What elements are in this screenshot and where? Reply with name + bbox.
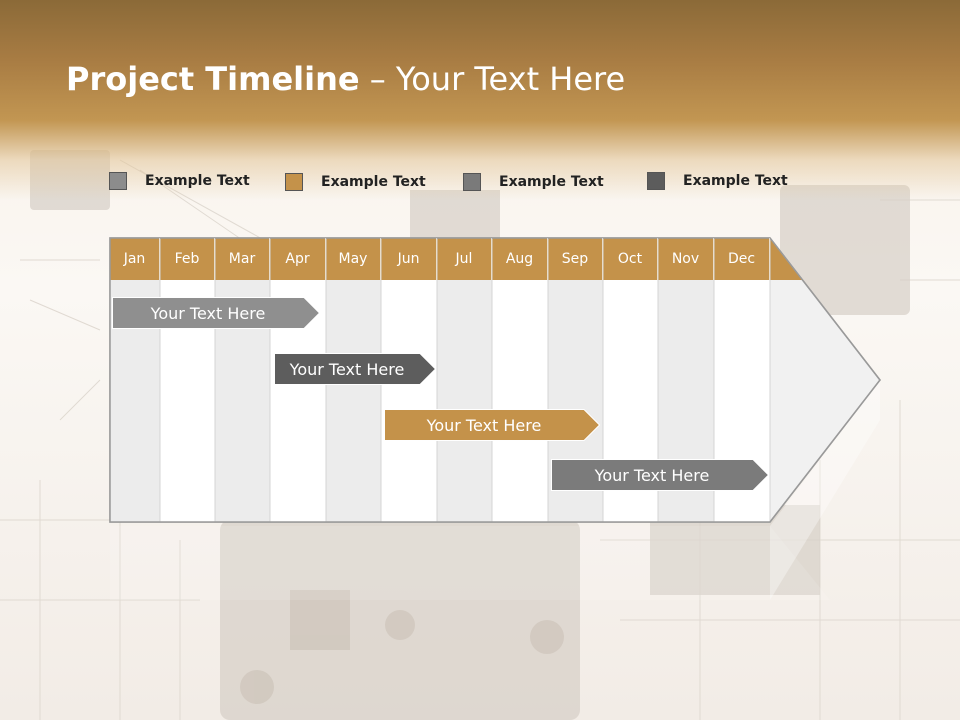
task-bar-3[interactable]: Your Text Here <box>384 409 600 441</box>
month-sep: Sep <box>548 238 603 280</box>
legend-swatch-1 <box>109 172 127 190</box>
legend-item-3: Example Text <box>463 171 604 193</box>
legend-item-1: Example Text <box>109 170 250 192</box>
task-bar-1[interactable]: Your Text Here <box>112 297 320 329</box>
task-bar-label-1: Your Text Here <box>150 303 266 323</box>
legend-item-4: Example Text <box>647 170 788 192</box>
page-title: Project Timeline – Your Text Here <box>66 60 625 98</box>
task-bar-2[interactable]: Your Text Here <box>274 353 436 385</box>
legend-swatch-2 <box>285 173 303 191</box>
month-may: May <box>326 238 381 280</box>
task-bar-label-2: Your Text Here <box>289 359 405 379</box>
legend-swatch-4 <box>647 172 665 190</box>
month-feb: Feb <box>160 238 215 280</box>
legend-item-2: Example Text <box>285 171 426 193</box>
month-mar: Mar <box>215 238 270 280</box>
task-bar-shape-3 <box>384 409 600 441</box>
month-oct: Oct <box>603 238 658 280</box>
task-bar-4[interactable]: Your Text Here <box>551 459 769 491</box>
task-bar-label-4: Your Text Here <box>594 465 710 485</box>
title-rest: – Your Text Here <box>359 60 626 98</box>
title-bold: Project Timeline <box>66 60 360 98</box>
task-bar-shape-4 <box>551 459 769 491</box>
month-dec: Dec <box>714 238 770 280</box>
legend-label-4: Example Text <box>683 173 788 189</box>
month-jan: Jan <box>110 238 160 280</box>
legend-label-2: Example Text <box>321 174 426 190</box>
task-bar-shape-1 <box>112 297 320 329</box>
legend-label-1: Example Text <box>145 173 250 189</box>
month-jul: Jul <box>437 238 492 280</box>
month-jun: Jun <box>381 238 437 280</box>
legend-swatch-3 <box>463 173 481 191</box>
month-aug: Aug <box>492 238 548 280</box>
task-bar-label-3: Your Text Here <box>426 415 542 435</box>
task-bar-shape-2 <box>274 353 436 385</box>
month-nov: Nov <box>658 238 714 280</box>
legend-label-3: Example Text <box>499 174 604 190</box>
month-apr: Apr <box>270 238 326 280</box>
